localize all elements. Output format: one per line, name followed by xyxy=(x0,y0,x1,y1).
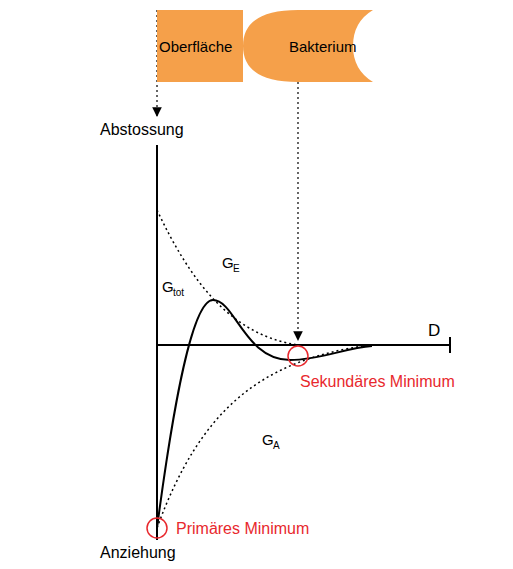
secondary-minimum-marker xyxy=(288,346,308,366)
curve-subscript: tot xyxy=(173,287,184,298)
bacterium-body xyxy=(243,10,373,82)
primary-minimum-marker xyxy=(147,518,167,538)
bacterium-leader xyxy=(297,82,298,340)
node-label: Bakterium xyxy=(289,38,357,55)
energy-axis xyxy=(156,145,158,540)
bacterium-shape: Bakterium xyxy=(243,10,373,82)
curve-symbol: G xyxy=(222,255,234,272)
minimum-label: Sekundäres Minimum xyxy=(300,373,455,391)
axis-label-attraction: Anziehung xyxy=(100,544,176,562)
curve-subscript: A xyxy=(273,440,280,451)
curve-symbol: G xyxy=(262,432,274,449)
curve-subscript: E xyxy=(233,263,240,274)
distance-axis xyxy=(157,344,450,346)
axis-label-distance: D xyxy=(428,322,440,341)
attraction-curve xyxy=(157,345,400,528)
node-label: Oberfläche xyxy=(159,38,232,55)
total-energy-curve xyxy=(157,300,372,528)
axis-tick xyxy=(449,337,451,353)
curve-symbol: G xyxy=(162,279,174,296)
surface-block: Oberfläche xyxy=(157,10,243,82)
minimum-label: Primäres Minimum xyxy=(176,520,309,538)
repulsion-curve xyxy=(157,210,298,345)
axis-label-repulsion: Abstossung xyxy=(100,121,184,139)
